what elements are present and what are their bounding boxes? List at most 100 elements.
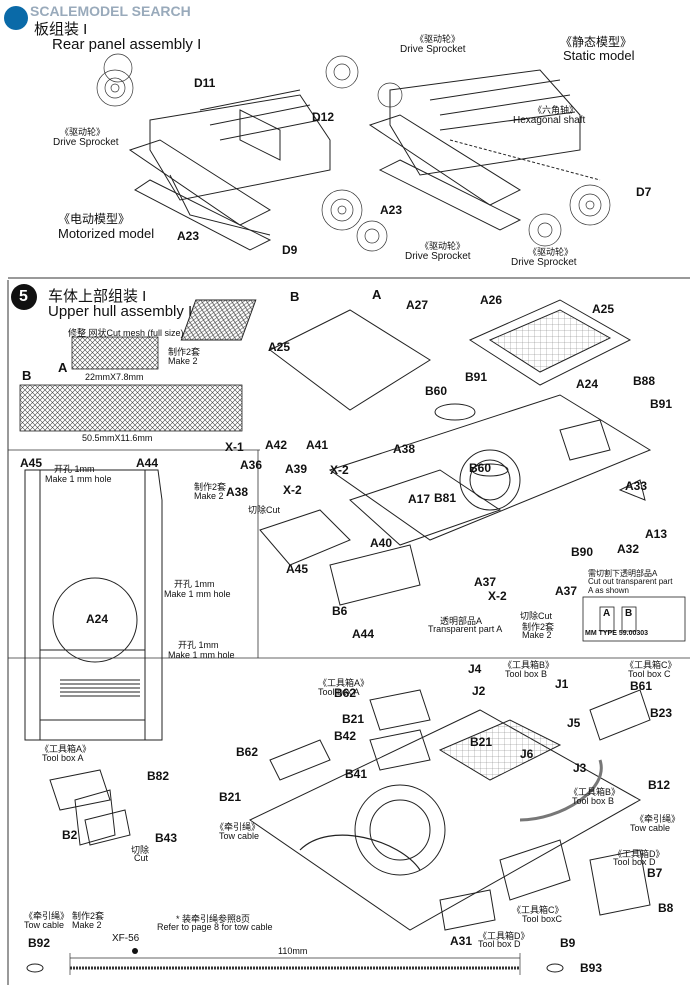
part-a37b: A37 [555, 584, 578, 598]
drive-sprocket-static [325, 55, 611, 247]
x2-cut: 切除Cut [248, 505, 281, 515]
transparent-cn: 透明部品A [440, 616, 483, 626]
part-b23: B23 [650, 706, 673, 720]
tow-en-2: Tow cable [630, 823, 671, 833]
part-a25: A25 [268, 340, 291, 354]
part-b9: B9 [560, 936, 576, 950]
part-x2: X-2 [330, 463, 349, 477]
trans-cut: 切除Cut [520, 611, 553, 621]
part-a25b: A25 [592, 302, 615, 316]
cut-en: Cut [134, 853, 149, 863]
label-b: B [290, 289, 300, 304]
part-b88: B88 [633, 374, 656, 388]
part-a23-1: A23 [177, 229, 200, 243]
toolbox-a-detail [49, 769, 131, 846]
box-label-b: B [625, 608, 633, 619]
motor-cn: 《电动模型》 [58, 212, 131, 226]
part-b93: B93 [580, 961, 603, 975]
part-b62b: B62 [236, 745, 259, 759]
part-j6: J6 [520, 747, 534, 761]
part-a44b: A44 [352, 627, 375, 641]
part-a26: A26 [480, 293, 503, 307]
part-a40: A40 [370, 536, 393, 550]
part-a33: A33 [625, 479, 648, 493]
watermark: SCALEMODEL SEARCH [30, 3, 191, 19]
part-x1: X-1 [225, 440, 244, 454]
part-a39: A39 [285, 462, 308, 476]
sprocket-en-3: Drive Sprocket [405, 251, 471, 262]
motor-en: Motorized model [58, 226, 155, 241]
part-d7: D7 [636, 185, 652, 199]
toolbox-d-cn-1: 《工具箱D》 [613, 849, 665, 859]
transparent-en: Transparent part A [428, 624, 503, 634]
mesh-a [71, 336, 159, 370]
part-b60: B60 [425, 384, 448, 398]
upper-hull [180, 299, 652, 606]
part-b62: B62 [334, 686, 357, 700]
toolbox-b-en-1: Tool box B [505, 669, 548, 679]
drive-sprocket-left [96, 53, 134, 107]
part-b12: B12 [648, 778, 671, 792]
tow-cn-1: 《牵引绳》 [215, 822, 261, 832]
part-x2b: X-2 [283, 483, 302, 497]
part-b81: B81 [434, 491, 457, 505]
toolbox-b-cn-1: 《工具箱B》 [503, 660, 555, 670]
toolbox-a-en-1: Tool box A [42, 753, 84, 763]
rear-panel-motorized [128, 89, 331, 251]
part-b21c: B21 [470, 735, 493, 749]
tow-make2-en: Make 2 [72, 920, 102, 930]
part-a31: A31 [450, 934, 473, 948]
tow-make2-cn: 制作2套 [72, 911, 105, 921]
sprocket-cn-4: 《驱动轮》 [528, 247, 574, 257]
rear-hull-step6 [249, 689, 651, 931]
static-en: Static model [563, 48, 635, 63]
part-d12: D12 [312, 110, 335, 124]
part-a24b: A24 [576, 377, 599, 391]
part-j5: J5 [567, 716, 581, 730]
toolbox-c-en-1: Tool box C [628, 669, 671, 679]
xf-56: XF-56 [112, 933, 140, 944]
tow-cn-3: 《牵引绳》 [24, 911, 70, 921]
part-b6: B6 [332, 604, 348, 618]
tow-en-3: Tow cable [24, 920, 65, 930]
part-a36: A36 [240, 458, 263, 472]
rear-panel-static [368, 69, 601, 231]
part-a17: A17 [408, 492, 431, 506]
cut-trans-cn: 需切割下透明部品A [588, 569, 658, 578]
part-a41: A41 [306, 438, 329, 452]
part-a27: A27 [406, 298, 429, 312]
hole-cn-3: 开孔 1mm [178, 640, 219, 650]
hole-en-3: Make 1 mm hole [168, 650, 235, 660]
hole-cn-2: 开孔 1mm [174, 579, 215, 589]
part-b42: B42 [334, 729, 357, 743]
mesh-a-dim: 22mmX7.8mm [85, 372, 144, 382]
sprocket-en-1: Drive Sprocket [400, 44, 466, 55]
part-b21b: B21 [219, 790, 242, 804]
x2-make2-cn: 制作2套 [194, 482, 227, 492]
box-label-a: A [603, 608, 611, 619]
sprocket-cn-2: 《驱动轮》 [60, 127, 106, 137]
toolbox-a-en-2: Tool box A [318, 687, 360, 697]
toolbox-b-en-2: Tool box B [572, 796, 615, 806]
hole-en-2: Make 1 mm hole [164, 589, 231, 599]
toolbox-c-cn-1: 《工具箱C》 [625, 660, 677, 670]
part-a23-2: A23 [380, 203, 403, 217]
step4-title-en: Rear panel assembly I [52, 36, 202, 53]
part-a45b: A45 [286, 562, 309, 576]
part-a37: A37 [474, 575, 497, 589]
tow-note-cn: * 装牵引绳参照8页 [176, 914, 251, 924]
hex-en: Hexagonal shaft [513, 115, 586, 126]
part-b60b: B60 [469, 461, 492, 475]
mesh-a-label: A [58, 360, 68, 375]
hex-cn: 《六角轴》 [533, 105, 579, 115]
sprocket-cn-1: 《驱动轮》 [415, 34, 461, 44]
part-b21: B21 [342, 712, 365, 726]
cut-trans-en1: Cut out transparent part [588, 577, 673, 586]
hull-plan [24, 469, 163, 741]
part-x2c: X-2 [488, 589, 507, 603]
part-b43: B43 [155, 831, 178, 845]
toolbox-c-cn-2: 《工具箱C》 [512, 905, 564, 915]
mm-type: MM TYPE 59.00303 [585, 630, 649, 637]
toolbox-d-en-2: Tool box D [478, 939, 521, 949]
part-a38b: A38 [226, 485, 249, 499]
